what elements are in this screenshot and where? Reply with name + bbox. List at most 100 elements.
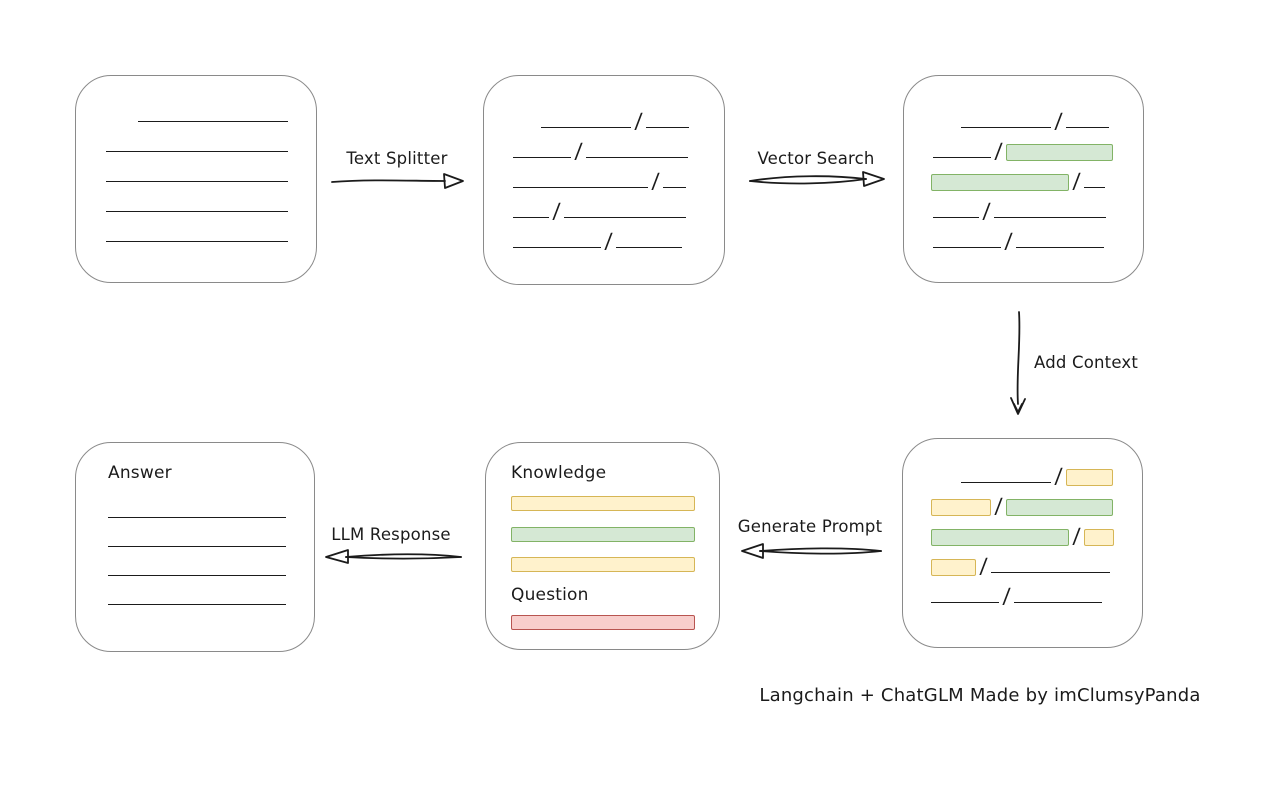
segment-row: / bbox=[903, 453, 1142, 488]
text-line bbox=[513, 217, 549, 218]
text-line bbox=[1084, 187, 1106, 188]
slash-separator: / bbox=[1072, 169, 1081, 193]
slash-separator: / bbox=[1002, 584, 1011, 608]
question-label: Question bbox=[511, 585, 589, 605]
caption-credit: Langchain + ChatGLM Made by imClumsyPand… bbox=[759, 685, 1201, 706]
text-line bbox=[933, 217, 979, 218]
text-line bbox=[138, 121, 288, 122]
source-document-box bbox=[75, 75, 317, 283]
yellow-highlight-bar bbox=[931, 499, 991, 516]
segment-row: / bbox=[484, 158, 724, 193]
slash-separator: / bbox=[552, 199, 561, 223]
segment-row bbox=[76, 92, 316, 122]
text-line bbox=[616, 247, 683, 248]
text-line bbox=[564, 217, 687, 218]
text-line bbox=[994, 217, 1107, 218]
segment-row: / bbox=[484, 188, 724, 223]
context-box: / / / / / bbox=[902, 438, 1143, 648]
yellow-highlight-bar bbox=[931, 559, 976, 576]
vector-lines: / / / / / bbox=[904, 98, 1143, 253]
text-line bbox=[663, 187, 687, 188]
text-line bbox=[1016, 247, 1105, 248]
text-line bbox=[106, 181, 288, 182]
text-line bbox=[513, 247, 601, 248]
segment-row: / bbox=[904, 158, 1143, 193]
generate-prompt-label: Generate Prompt bbox=[737, 517, 883, 536]
text-line bbox=[933, 157, 991, 158]
segment-row: / bbox=[484, 128, 724, 163]
slash-separator: / bbox=[604, 229, 613, 253]
green-highlight-bar bbox=[1006, 144, 1114, 161]
split-text-box: / / / / / bbox=[483, 75, 725, 285]
document-lines bbox=[76, 92, 316, 242]
text-line bbox=[1014, 602, 1103, 603]
answer-text-line bbox=[108, 604, 286, 605]
slash-separator: / bbox=[634, 109, 643, 133]
segment-row bbox=[76, 212, 316, 242]
text-line bbox=[961, 482, 1051, 483]
vector-search-arrow bbox=[749, 171, 885, 187]
answer-label: Answer bbox=[108, 463, 172, 483]
llm-response-label: LLM Response bbox=[331, 525, 451, 544]
text-line bbox=[991, 572, 1111, 573]
text-line bbox=[106, 211, 288, 212]
answer-box: Answer bbox=[75, 442, 315, 652]
text-line bbox=[586, 157, 689, 158]
text-splitter-arrow bbox=[331, 173, 464, 189]
slash-separator: / bbox=[651, 169, 660, 193]
text-line bbox=[646, 127, 690, 128]
text-line bbox=[513, 157, 571, 158]
answer-text-line bbox=[108, 517, 286, 518]
segment-row: / bbox=[903, 543, 1142, 578]
text-line bbox=[1066, 127, 1110, 128]
answer-text-line bbox=[108, 575, 286, 576]
green-prompt-bar bbox=[511, 526, 695, 542]
segment-row: / bbox=[484, 218, 724, 253]
slash-separator: / bbox=[994, 494, 1003, 518]
segment-row: / bbox=[904, 128, 1143, 163]
segment-row bbox=[76, 122, 316, 152]
slash-separator: / bbox=[1072, 524, 1081, 548]
segment-row: / bbox=[904, 188, 1143, 223]
slash-separator: / bbox=[574, 139, 583, 163]
split-lines: / / / / / bbox=[484, 98, 724, 253]
answer-lines bbox=[76, 489, 314, 605]
text-splitter-label: Text Splitter bbox=[346, 149, 448, 168]
text-line bbox=[933, 247, 1001, 248]
text-line bbox=[106, 241, 288, 242]
yellow-highlight-bar bbox=[1084, 529, 1115, 546]
text-line bbox=[961, 127, 1051, 128]
text-line bbox=[106, 151, 288, 152]
text-line bbox=[513, 187, 648, 188]
segment-row: / bbox=[904, 218, 1143, 253]
add-context-label: Add Context bbox=[1034, 353, 1139, 372]
answer-text-line bbox=[108, 546, 286, 547]
slash-separator: / bbox=[994, 139, 1003, 163]
generate-prompt-arrow bbox=[741, 543, 882, 559]
yellow-prompt-bar bbox=[511, 557, 695, 572]
green-highlight-bar bbox=[931, 529, 1069, 546]
add-context-arrow bbox=[1010, 311, 1026, 415]
yellow-prompt-bar bbox=[511, 496, 695, 511]
slash-separator: / bbox=[1004, 229, 1013, 253]
slash-separator: / bbox=[982, 199, 991, 223]
prompt-box: Knowledge Question bbox=[485, 442, 720, 650]
green-highlight-bar bbox=[931, 174, 1069, 191]
segment-row: / bbox=[903, 513, 1142, 548]
slash-separator: / bbox=[1054, 109, 1063, 133]
red-prompt-bar bbox=[511, 615, 695, 630]
text-line bbox=[541, 127, 631, 128]
context-lines: / / / / / bbox=[903, 453, 1142, 608]
slash-separator: / bbox=[1054, 464, 1063, 488]
segment-row: / bbox=[903, 573, 1142, 608]
segment-row: / bbox=[484, 98, 724, 133]
segment-row: / bbox=[904, 98, 1143, 133]
yellow-highlight-bar bbox=[1066, 469, 1114, 486]
knowledge-label: Knowledge bbox=[511, 463, 607, 483]
segment-row bbox=[76, 152, 316, 182]
llm-response-arrow bbox=[325, 549, 462, 564]
vector-search-label: Vector Search bbox=[757, 149, 875, 168]
vector-search-result-box: / / / / / bbox=[903, 75, 1144, 283]
slash-separator: / bbox=[979, 554, 988, 578]
